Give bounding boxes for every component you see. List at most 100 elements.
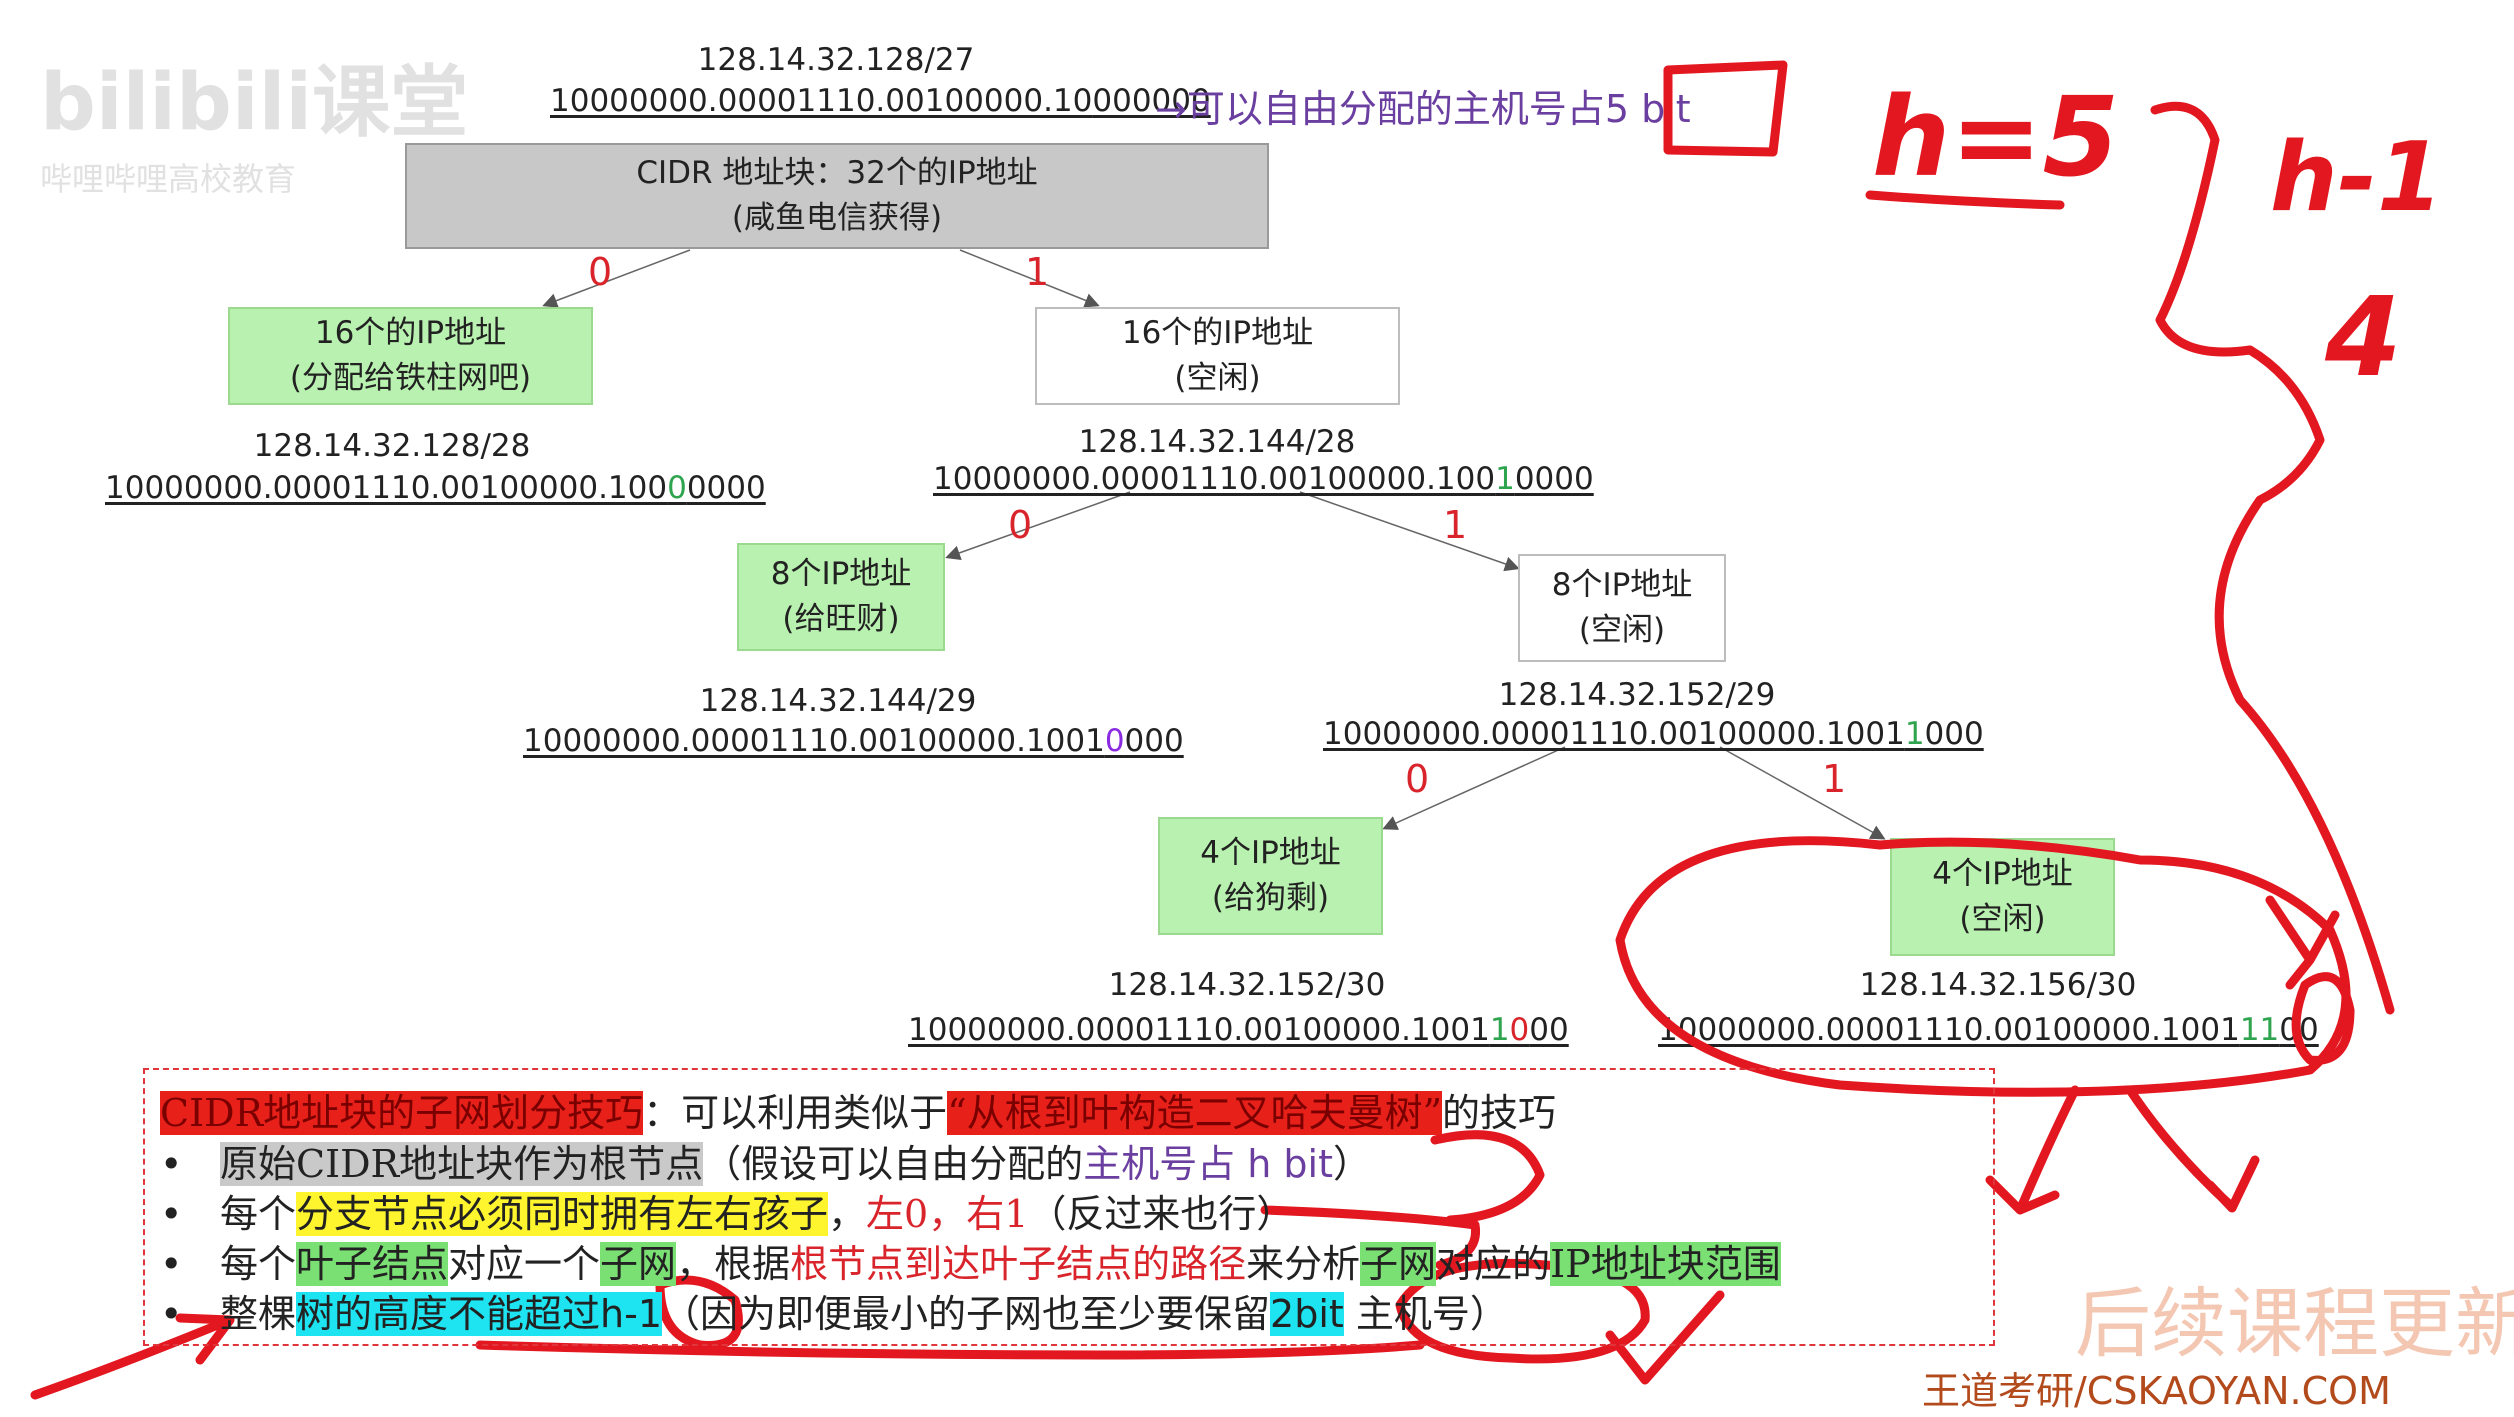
arrow-down-left [1985,1085,2080,1215]
n1-title: 16个的IP地址 [314,315,507,352]
n3-binary-rest: 000 [1124,723,1184,759]
tips-title-end: 的技巧 [1442,1091,1557,1135]
b3-hl3: 子网 [1360,1242,1437,1286]
n2-sub: (空闲) [1174,360,1261,396]
root-note-text: →可以自由分配的主机号占 [1155,87,1605,131]
n3-binary-prefix: 10000000.00001110.00100000.1001 [523,723,1105,759]
n6-title: 4个IP地址 [1932,856,2073,893]
edge-root-right [959,249,1100,308]
edge-label-1: 1 [1025,250,1050,294]
edge-n4-right [1719,746,1886,840]
circle-bits [2291,972,2355,1065]
n1-binary-prefix: 10000000.00001110.00100000.100 [105,470,668,506]
edge-label-0c: 0 [1405,757,1430,801]
b2-end: （反过来也行） [1028,1192,1295,1236]
n2-binary-rest: 0000 [1514,461,1594,497]
node-n3: 8个IP地址 (给旺财) [737,543,945,651]
tips-title-rest: ：可以利用类似于 [643,1091,948,1135]
n5-binary-mark2: 0 [1509,1012,1530,1048]
n1-binary-mark: 0 [667,470,687,506]
bilibili-logo: bilibili课堂 哔哩哔哩高校教育 [40,40,468,200]
n2-binary-prefix: 10000000.00001110.00100000.100 [933,461,1496,497]
b4-mid: （因为即便最小的子网也至少要保留 [662,1292,1271,1336]
edge-n2-right [1299,491,1520,572]
b3-mid4: 对应的 [1436,1242,1551,1286]
root-ip: 128.14.32.128/27 [697,42,975,78]
n1-ip: 128.14.32.128/28 [253,428,531,464]
n3-binary: 10000000.00001110.00100000.10010000 [523,723,1184,759]
b2-red: 左0，右1 [866,1192,1029,1236]
bullet-dot-4: • [160,1292,183,1336]
n4-binary: 10000000.00001110.00100000.10011000 [1323,716,1984,752]
b4-hl: 树的高度不能超过 [296,1292,601,1336]
b3-mid2: ，根据 [676,1242,791,1286]
n6-sub: (空闲) [1959,901,2046,937]
edge-root-left [542,249,691,308]
edge-label-1c: 1 [1822,757,1847,801]
n5-title: 4个IP地址 [1200,835,1341,872]
n6-binary-mark2: 1 [2259,1012,2280,1048]
n2-ip: 128.14.32.144/28 [1078,424,1356,460]
b3-mid1: 对应一个 [448,1242,601,1286]
loop-b1 [1430,1130,1545,1225]
brace-right [2150,101,2395,1015]
b3-pre: 每个 [220,1242,297,1286]
underline-b4 [475,1340,1425,1360]
node-n5: 4个IP地址 (给狗剩) [1158,817,1383,935]
b3-hl2: 子网 [600,1242,677,1286]
n4-ip: 128.14.32.152/29 [1498,677,1776,713]
node-n6: 4个IP地址 (空闲) [1890,838,2115,956]
root-node-title: CIDR 地址块：32个的IP地址 [636,155,1038,192]
n4-binary-prefix: 10000000.00001110.00100000.1001 [1323,716,1905,752]
n3-sub: (给旺财) [782,601,900,637]
b3-hl1: 叶子结点 [296,1242,449,1286]
underline-h5 [1865,190,2065,210]
n2-binary: 10000000.00001110.00100000.10010000 [933,461,1594,497]
edge-n2-left [945,491,1131,561]
circle-leaf [1615,836,2351,1097]
arrow-left [30,1313,235,1400]
b4-hl3: 2bit [1270,1292,1344,1336]
b4-hl2: h-1 [600,1292,663,1336]
b2-mid: ， [828,1192,867,1236]
n4-binary-mark: 1 [1904,716,1925,752]
root-node: CIDR 地址块：32个的IP地址 (咸鱼电信获得) [405,143,1269,249]
n5-binary-prefix: 10000000.00001110.00100000.1001 [908,1012,1490,1048]
n5-sub: (给狗剩) [1211,880,1330,916]
edge-label-0b: 0 [1008,503,1033,547]
loop-b2 [1260,1205,1481,1270]
n2-title: 16个的IP地址 [1121,315,1314,352]
logo-brand: bilibili课堂 [40,58,469,148]
node-n1: 16个的IP地址 (分配给铁柱网吧) [228,307,593,405]
n5-ip: 128.14.32.152/30 [1108,967,1386,1003]
n1-binary: 10000000.00001110.00100000.10000000 [105,470,766,506]
n5-binary: 10000000.00001110.00100000.10011000 [908,1012,1569,1048]
b2-pre: 每个 [220,1192,297,1236]
edge-label-1b: 1 [1443,503,1468,547]
logo-tagline: 哔哩哔哩高校教育 [40,160,297,198]
n6-binary: 10000000.00001110.00100000.10011100 [1658,1012,2319,1048]
root-note-bits: 5 bit [1604,87,1691,131]
n4-title: 8个IP地址 [1551,567,1693,604]
bullet-dot-2: • [160,1192,183,1236]
root-binary-prefix: 10000000.00001110.00100000.10 [550,83,1093,119]
n4-binary-rest: 000 [1924,716,1984,752]
b3-red: 根节点到达叶子结点的路径 [790,1242,1247,1286]
b1-purple: 主机号占 h bit [1083,1142,1334,1186]
b3-mid3: 来分析 [1246,1242,1361,1286]
n5-binary-mark1: 1 [1489,1012,1510,1048]
n1-binary-rest: 0000 [686,470,766,506]
node-n2: 16个的IP地址 (空闲) [1035,307,1400,405]
b4-end: 主机号） [1343,1292,1508,1336]
b1-hl: 原始CIDR地址块作为根节点 [220,1142,704,1186]
circle-h1 [655,1275,743,1350]
b1-rest: （假设可以自由分配的 [703,1142,1084,1186]
tips-bullet-4: •整棵树的高度不能超过h-1（因为即便最小的子网也至少要保留2bit 主机号） [160,1283,1508,1338]
n2-binary-mark: 1 [1495,461,1515,497]
root-node-sub: (咸鱼电信获得) [731,200,943,236]
hand-h5: h=5 [1872,73,2119,201]
n3-ip: 128.14.32.144/29 [699,683,977,719]
n6-binary-mark1: 1 [2239,1012,2260,1048]
hand-h-minus-1: h-1 [2270,123,2443,233]
